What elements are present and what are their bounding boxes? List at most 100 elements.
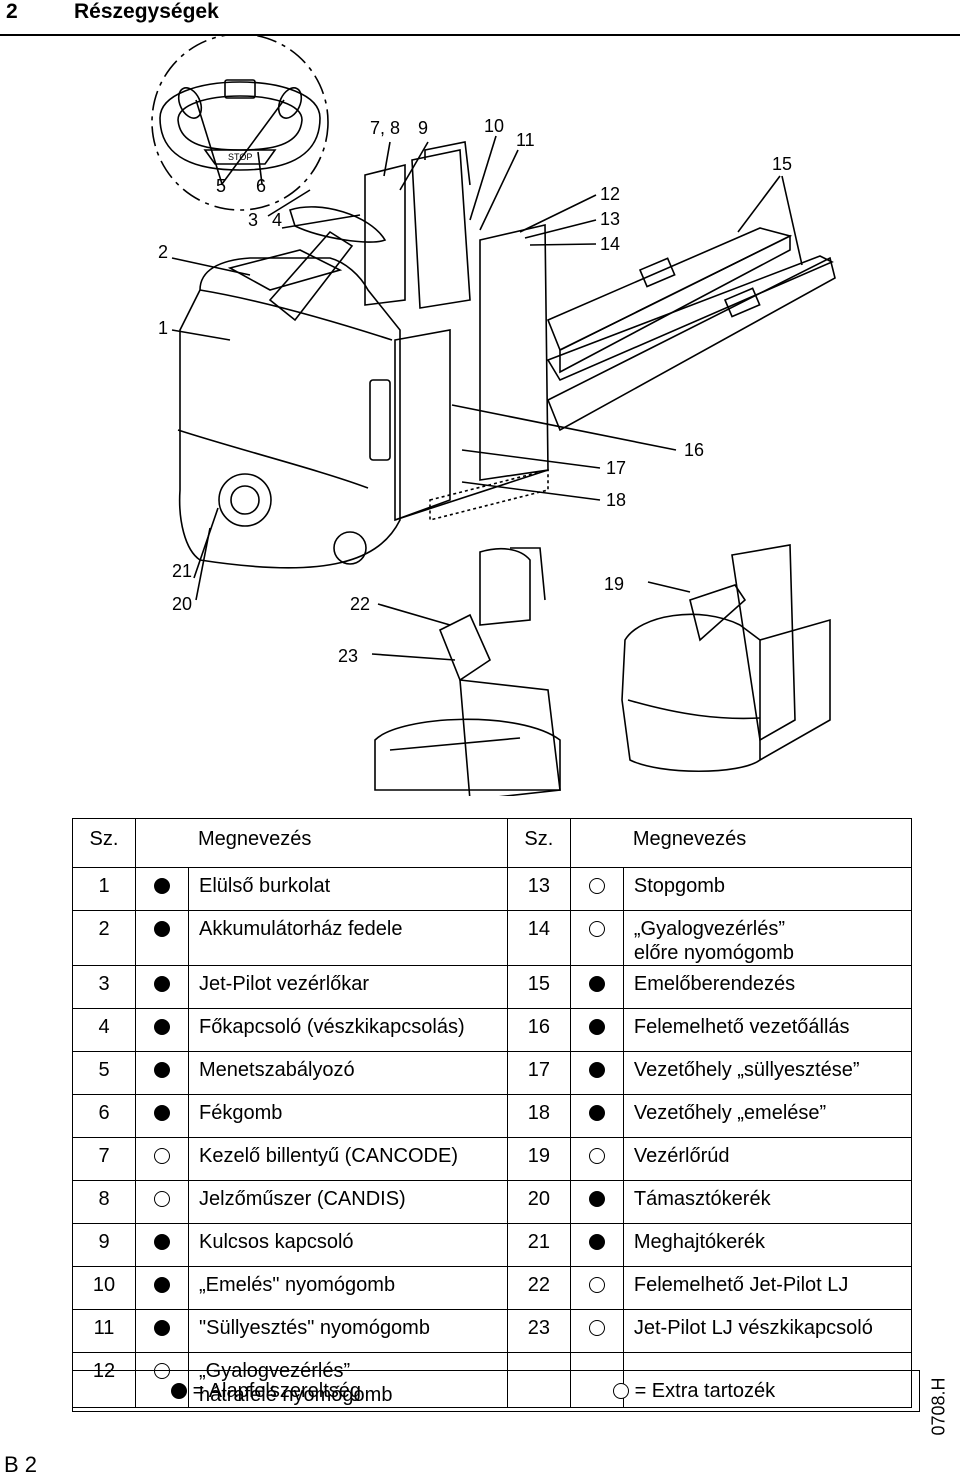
callout-6: 6 bbox=[256, 176, 267, 196]
part-name: Elülső burkolat bbox=[188, 867, 508, 911]
filled-circle-icon bbox=[154, 1277, 170, 1293]
col-header-num-2: Sz. bbox=[506, 818, 571, 868]
part-name: „Emelés" nyomógomb bbox=[188, 1266, 508, 1310]
detail-circle bbox=[151, 36, 329, 211]
availability-cell bbox=[569, 965, 624, 1009]
filled-circle-icon bbox=[154, 1234, 170, 1250]
part-name: Főkapcsoló (vészkikapcsolás) bbox=[188, 1008, 508, 1052]
part-name: Jet-Pilot LJ vészkikapcsoló bbox=[622, 1309, 913, 1353]
part-number: 11 bbox=[72, 1309, 136, 1353]
document-code-text: 0708.H bbox=[928, 1377, 949, 1436]
availability-cell bbox=[135, 1094, 189, 1138]
part-name: "Süllyesztés" nyomógomb bbox=[188, 1309, 508, 1353]
availability-cell bbox=[569, 1094, 624, 1138]
filled-circle-icon bbox=[588, 1234, 605, 1250]
availability-cell bbox=[569, 1051, 624, 1095]
legend-box: = Alapfelszereltség = Extra tartozék bbox=[72, 1370, 920, 1412]
filled-circle-icon bbox=[154, 1105, 170, 1121]
callout-19: 19 bbox=[604, 574, 625, 594]
part-number: 19 bbox=[506, 1137, 571, 1181]
empty-circle-icon bbox=[588, 1277, 605, 1293]
availability-cell bbox=[135, 1309, 189, 1353]
availability-cell bbox=[135, 965, 189, 1009]
truck-body bbox=[178, 257, 401, 569]
part-number: 15 bbox=[506, 965, 571, 1009]
part-number: 14 bbox=[506, 910, 571, 966]
part-number: 1 bbox=[72, 867, 136, 911]
part-name-line: „Emelés" nyomógomb bbox=[199, 1274, 396, 1296]
part-number: 16 bbox=[506, 1008, 571, 1052]
part-number: 8 bbox=[72, 1180, 136, 1224]
callout-9: 9 bbox=[418, 118, 429, 138]
callout-2: 2 bbox=[158, 242, 169, 262]
part-name: Felemelhető vezetőállás bbox=[622, 1008, 913, 1052]
callout-12: 12 bbox=[600, 184, 621, 204]
empty-circle-icon bbox=[588, 1148, 605, 1164]
filled-circle-icon bbox=[154, 1019, 170, 1035]
availability-cell bbox=[569, 1008, 624, 1052]
part-name-line: Emelőberendezés bbox=[633, 973, 796, 995]
availability-cell bbox=[135, 1223, 189, 1267]
part-name: Felemelhető Jet-Pilot LJ bbox=[622, 1266, 913, 1310]
legend-standard: = Alapfelszereltség bbox=[171, 1380, 361, 1403]
empty-circle-icon bbox=[154, 1363, 170, 1379]
empty-circle-icon bbox=[613, 1383, 629, 1399]
table-row: 12„Gyalogvezérlés”hátrafelé nyomógomb bbox=[72, 1352, 913, 1408]
callout-13: 13 bbox=[600, 209, 621, 229]
mast bbox=[364, 163, 406, 306]
filled-circle-icon bbox=[588, 976, 605, 992]
empty-circle-icon bbox=[588, 1320, 605, 1336]
availability-cell bbox=[569, 910, 624, 966]
filled-circle-icon bbox=[171, 1383, 187, 1399]
part-name: Menetszabályozó bbox=[188, 1051, 508, 1095]
part-number: 7 bbox=[72, 1137, 136, 1181]
filled-circle-icon bbox=[588, 1191, 605, 1207]
truck-illustration: STOP bbox=[151, 36, 836, 796]
col-header-name-2: Megnevezés bbox=[569, 818, 913, 868]
callout-5: 5 bbox=[216, 176, 227, 196]
filled-circle-icon bbox=[588, 1062, 605, 1078]
part-number: 2 bbox=[72, 910, 136, 966]
availability-cell bbox=[135, 1137, 189, 1181]
availability-cell bbox=[135, 910, 189, 966]
part-number: 5 bbox=[72, 1051, 136, 1095]
availability-cell bbox=[569, 1180, 624, 1224]
chapter-number: 2 bbox=[6, 0, 18, 23]
part-name: Stopgomb bbox=[622, 867, 913, 911]
part-name: Emelőberendezés bbox=[622, 965, 913, 1009]
part-name: Támasztókerék bbox=[622, 1180, 913, 1224]
part-number: 22 bbox=[506, 1266, 571, 1310]
header-rule bbox=[0, 34, 960, 36]
availability-cell bbox=[569, 867, 624, 911]
part-name: Kezelő billentyű (CANCODE) bbox=[188, 1137, 508, 1181]
callout-21: 21 bbox=[172, 561, 193, 581]
part-number: 9 bbox=[72, 1223, 136, 1267]
part-name-line-2: előre nyomógomb bbox=[633, 942, 794, 964]
filled-circle-icon bbox=[154, 1320, 170, 1336]
part-name: Vezetőhely „süllyesztése” bbox=[622, 1051, 913, 1095]
part-name-line: "Süllyesztés" nyomógomb bbox=[199, 1317, 430, 1339]
part-name: Vezetőhely „emelése” bbox=[622, 1094, 913, 1138]
part-name-line: Kulcsos kapcsoló bbox=[199, 1231, 354, 1253]
availability-cell bbox=[135, 1180, 189, 1224]
part-name-line: Vezetőhely „emelése” bbox=[633, 1102, 827, 1124]
part-name: Vezérlőrúd bbox=[622, 1137, 913, 1181]
callout-20: 20 bbox=[172, 594, 193, 614]
col-header-num: Sz. bbox=[72, 818, 136, 868]
part-number: 18 bbox=[506, 1094, 571, 1138]
handle-bar bbox=[424, 141, 471, 186]
callout-16: 16 bbox=[684, 440, 705, 460]
part-number: 23 bbox=[506, 1309, 571, 1353]
callout-18: 18 bbox=[606, 490, 627, 510]
empty-circle-icon bbox=[154, 1191, 170, 1207]
part-name-line: Elülső burkolat bbox=[199, 875, 331, 897]
filled-circle-icon bbox=[154, 1062, 170, 1078]
availability-cell bbox=[135, 1266, 189, 1310]
